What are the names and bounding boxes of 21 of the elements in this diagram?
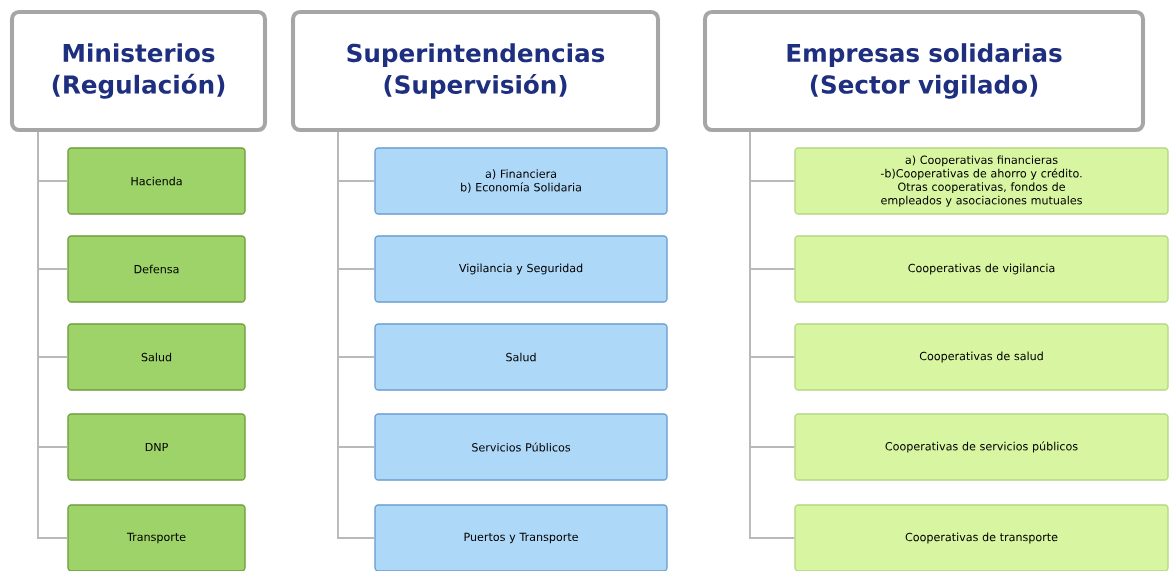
process-box: Puertos y Transporte: [374, 504, 668, 571]
connector-line: [749, 131, 796, 539]
process-box: Hacienda: [67, 147, 246, 215]
header-box: Ministerios (Regulación): [9, 9, 268, 133]
connector-line: [337, 131, 376, 539]
process-box: Defensa: [67, 235, 246, 303]
process-box: Salud: [67, 323, 246, 391]
process-box: a) Cooperativas financieras -b)Cooperativas de ahorro y crédito. Otras cooperativas, fondos de empleados y asociaciones mutuales: [794, 147, 1169, 215]
header-box: Superintendencias (Supervisión): [290, 9, 661, 133]
process-box: Transporte: [67, 504, 246, 571]
connector-line: [37, 131, 69, 539]
process-box: Cooperativas de vigilancia: [794, 235, 1169, 303]
process-box: Vigilancia y Seguridad: [374, 235, 668, 303]
process-box: Cooperativas de transporte: [794, 504, 1169, 571]
process-box: Servicios Públicos: [374, 413, 668, 481]
process-box: DNP: [67, 413, 246, 481]
header-box: Empresas solidarias (Sector vigilado): [702, 9, 1146, 133]
process-box: Salud: [374, 323, 668, 391]
process-box: Cooperativas de salud: [794, 323, 1169, 391]
process-box: a) Financiera b) Economía Solidaria: [374, 147, 668, 215]
process-box: Cooperativas de servicios públicos: [794, 413, 1169, 481]
